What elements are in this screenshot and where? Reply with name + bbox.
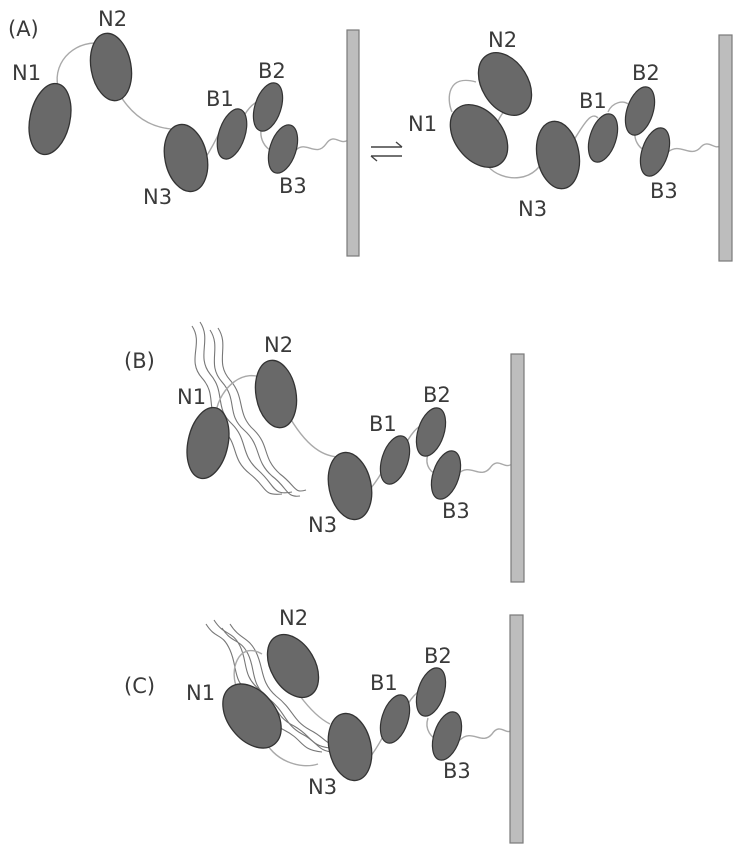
- panel-b-label-n3: N3: [308, 513, 337, 537]
- panel-b-label-n1: N1: [177, 385, 206, 409]
- panel-a-tag: (A): [8, 17, 39, 41]
- panel-b-label-b3: B3: [442, 499, 470, 523]
- panel-c-domain-b2: [415, 667, 447, 717]
- panel-c-label-n2: N2: [279, 606, 308, 630]
- panel-a-right-label-b3: B3: [650, 179, 678, 203]
- panel-a-right-label-n3: N3: [518, 197, 547, 221]
- panel-b-label-b1: B1: [369, 412, 397, 436]
- equilibrium-arrows-icon: [370, 141, 403, 162]
- panel-c-label-n3: N3: [308, 775, 337, 799]
- panel-a-left-label-n2: N2: [98, 7, 127, 31]
- panel-a-right-label-n1: N1: [408, 112, 437, 136]
- panel-b-domain-n2: [254, 359, 298, 429]
- panel-a-right-domain-b2: [624, 86, 656, 136]
- panel-a-left-domain-n2: [89, 32, 133, 102]
- panel-b: (B) N1 N2 N3 B1 B2 B3: [124, 321, 525, 583]
- panel-a-left-label-n3: N3: [143, 185, 172, 209]
- panel-a-right-membrane: [718, 34, 733, 262]
- panel-a-right-domain-n1: [449, 104, 509, 168]
- panel-c-membrane: [509, 614, 524, 844]
- panel-c-domain-n2: [266, 633, 320, 699]
- panel-a-right-domain-n2: [477, 52, 533, 116]
- panel-b-membrane: [510, 353, 525, 583]
- panel-a-left-domain-b3: [267, 124, 299, 174]
- panel-c-domain-b3: [431, 711, 463, 761]
- panel-a-right-domain-n3: [535, 120, 581, 190]
- panel-c-label-n1: N1: [186, 681, 215, 705]
- panel-b-domain-n3: [327, 451, 373, 521]
- panel-a-right-domain-b1: [587, 113, 619, 163]
- panel-c-domain-n1: [222, 683, 282, 749]
- panel-a-right-label-b2: B2: [632, 61, 660, 85]
- panel-c-domain-n3: [327, 712, 373, 782]
- panel-a-right-label-n2: N2: [488, 28, 517, 52]
- panel-a-right-label-b1: B1: [579, 89, 607, 113]
- panel-a-left-label-b3: B3: [279, 174, 307, 198]
- panel-a-left-domain-b2: [252, 82, 284, 132]
- panel-a-left-label-b2: B2: [258, 59, 286, 83]
- panel-a-left-membrane: [346, 29, 360, 257]
- panel-c-label-b3: B3: [443, 759, 471, 783]
- panel-c-label-b2: B2: [424, 644, 452, 668]
- panel-a-right-domain-b3: [639, 127, 671, 177]
- panel-a-left-domain-b1: [216, 108, 248, 160]
- panel-b-label-b2: B2: [423, 383, 451, 407]
- panel-a-left-label-b1: B1: [206, 87, 234, 111]
- panel-c-label-b1: B1: [370, 671, 398, 695]
- panel-b-domain-b2: [415, 407, 447, 457]
- panel-b-label-n2: N2: [264, 333, 293, 357]
- panel-b-tag: (B): [124, 349, 155, 373]
- panel-a-left-domain-n3: [163, 123, 209, 193]
- panel-b-domain-b1: [379, 435, 411, 485]
- panel-c: (C) N1 N2 N3 B1 B2 B3: [124, 606, 524, 844]
- panel-a-left-label-n1: N1: [12, 61, 41, 85]
- panel-a-left-domain-n1: [28, 82, 72, 156]
- panel-c-domain-b1: [379, 694, 411, 744]
- panel-b-domain-b3: [430, 450, 462, 500]
- panel-b-domain-n1: [186, 406, 230, 480]
- panel-c-tag: (C): [124, 674, 155, 698]
- panel-a: (A) N1 N2 N3 B1 B2 B3: [8, 7, 733, 262]
